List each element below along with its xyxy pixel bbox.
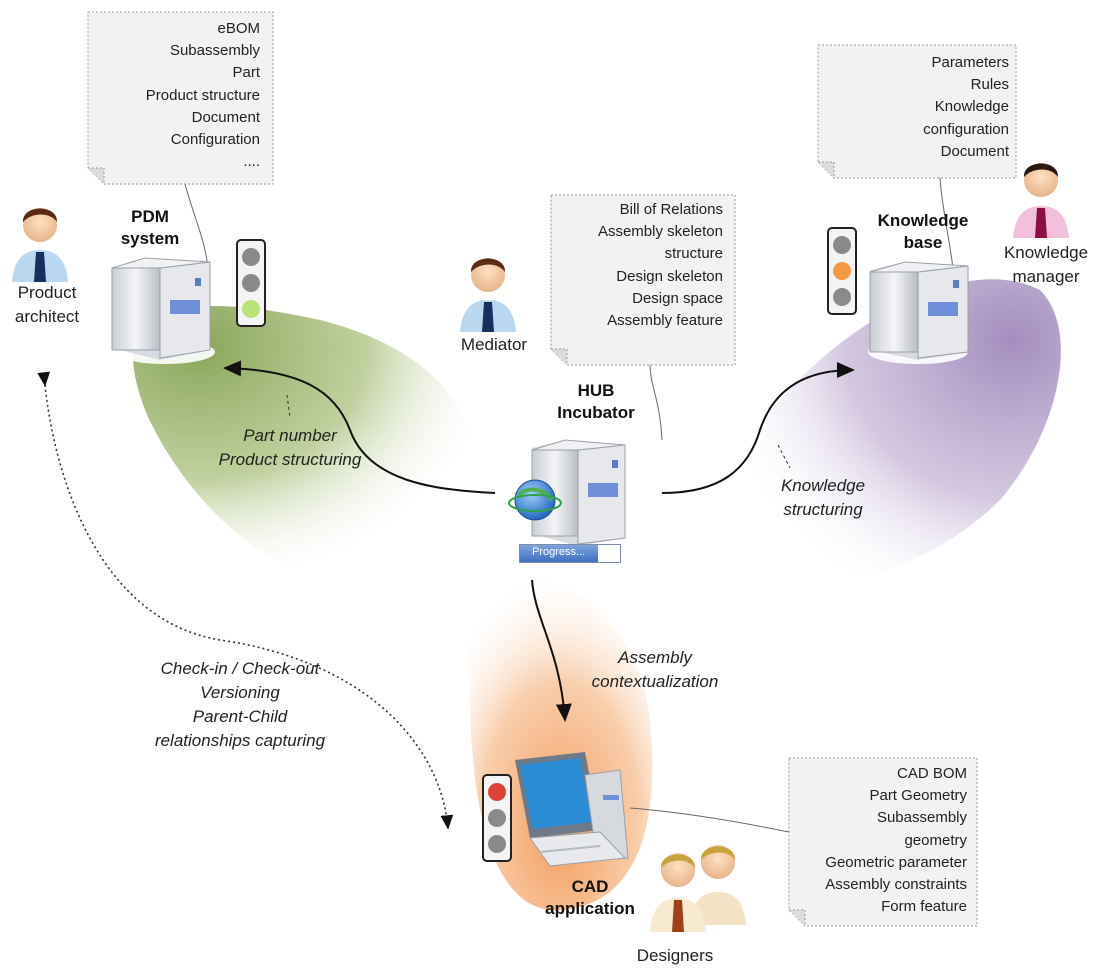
note-card-hub	[550, 194, 736, 366]
flow-line: Part number	[243, 426, 337, 445]
note-line: Parameters	[931, 54, 1009, 71]
note-line: Subassembly	[169, 42, 260, 60]
pdm-flow-label: Part number Product structuring	[195, 424, 385, 472]
cad-computer-icon	[515, 752, 629, 867]
progress-label: Progress...	[532, 546, 586, 558]
arrow-checkin	[37, 371, 454, 830]
note-line: Assembly feature	[607, 312, 723, 330]
cad-flow-label: Assembly contextualization	[580, 646, 730, 694]
note-line: Product structure	[145, 86, 260, 104]
label-line: Knowledge	[1003, 243, 1089, 262]
note-line: Knowledge	[934, 98, 1009, 116]
traffic-light-knowledge-icon	[827, 227, 857, 315]
note-line: Part Geometry	[869, 787, 967, 805]
label-line: architect	[14, 307, 80, 326]
label-line: Product	[17, 283, 77, 302]
note-line: Design skeleton	[616, 267, 723, 285]
knowledge-manager-avatar-icon	[1013, 163, 1069, 238]
note-line: Geometric parameter	[825, 853, 967, 871]
traffic-light-pdm-icon	[236, 239, 266, 327]
knowledge-note-list: Parameters Rules Knowledge configuration…	[822, 52, 1009, 163]
flow-line: Product structuring	[218, 450, 362, 469]
title-line: Incubator	[557, 403, 635, 422]
hub-incubator-title: HUB Incubator	[536, 380, 656, 424]
note-line: Part	[232, 64, 260, 82]
hub-server-icon	[531, 439, 626, 546]
note-line: CAD BOM	[896, 765, 967, 782]
product-architect-avatar-icon	[12, 208, 68, 282]
note-line: Assembly skeleton	[597, 223, 723, 241]
flow-line: Check-in / Check-out	[160, 659, 320, 678]
note-line: Document	[191, 108, 260, 126]
hub-note-list: Bill of Relations Assembly skeleton stru…	[556, 199, 723, 332]
cad-application-title: CAD application	[535, 876, 645, 920]
title-line: base	[903, 233, 943, 252]
flow-line: structuring	[783, 500, 863, 519]
title-line: PDM	[131, 207, 169, 226]
title-line: application	[545, 899, 635, 918]
arrow-hub-to-cad	[531, 579, 572, 722]
knowledge-base-title: Knowledge base	[858, 210, 988, 254]
note-line: Document	[940, 142, 1009, 160]
note-card-pdm	[87, 11, 274, 185]
note-line: structure	[664, 245, 723, 263]
title-line: CAD	[571, 877, 609, 896]
title-line: system	[120, 229, 180, 248]
note-line: ....	[243, 153, 260, 171]
flow-line: Versioning	[200, 683, 280, 702]
note-line: Bill of Relations	[619, 201, 723, 218]
label-line: manager	[1012, 267, 1080, 286]
globe-icon	[508, 479, 562, 521]
pdm-note-list: eBOM Subassembly Part Product structure …	[92, 18, 260, 173]
checkin-flow-label: Check-in / Check-out Versioning Parent-C…	[120, 657, 360, 753]
note-line: geometry	[904, 831, 967, 849]
knowledge-flow-label: Knowledge structuring	[758, 474, 888, 522]
progress-fill	[520, 545, 598, 562]
designers-label: Designers	[636, 946, 714, 965]
mediator-avatar-icon	[460, 258, 516, 332]
product-architect-label: Product architect	[0, 281, 94, 329]
title-line: HUB	[577, 381, 615, 400]
knowledge-server-icon	[868, 261, 969, 364]
pdm-system-title: PDM system	[100, 206, 200, 250]
note-card-knowledge	[817, 44, 1017, 179]
note-line: configuration	[923, 120, 1009, 138]
traffic-light-cad-icon	[482, 774, 512, 862]
flow-line: Parent-Child	[192, 707, 288, 726]
cad-note-list: CAD BOM Part Geometry Subassembly geomet…	[793, 763, 967, 918]
designers-avatar-icon	[650, 845, 746, 932]
note-line: Configuration	[170, 131, 260, 149]
note-line: Subassembly	[876, 809, 967, 827]
note-line: Assembly constraints	[825, 876, 967, 894]
flow-line: Knowledge	[780, 476, 866, 495]
flow-line: relationships capturing	[154, 731, 326, 750]
note-line: Design space	[632, 289, 723, 307]
note-line: Form feature	[881, 898, 967, 916]
note-card-cad	[788, 757, 978, 927]
mediator-label: Mediator	[460, 335, 528, 354]
hub-progress-bar: Progress...	[519, 544, 621, 563]
title-line: Knowledge	[877, 211, 969, 230]
knowledge-manager-label: Knowledge manager	[990, 241, 1102, 289]
note-line: eBOM	[217, 20, 260, 37]
note-line: Rules	[970, 76, 1009, 94]
flow-line: Assembly	[618, 648, 692, 667]
pdm-server-icon	[111, 257, 215, 364]
flow-line: contextualization	[591, 672, 719, 691]
knowledge-zone	[737, 279, 1061, 584]
arrow-hub-to-knowledge	[661, 362, 855, 494]
